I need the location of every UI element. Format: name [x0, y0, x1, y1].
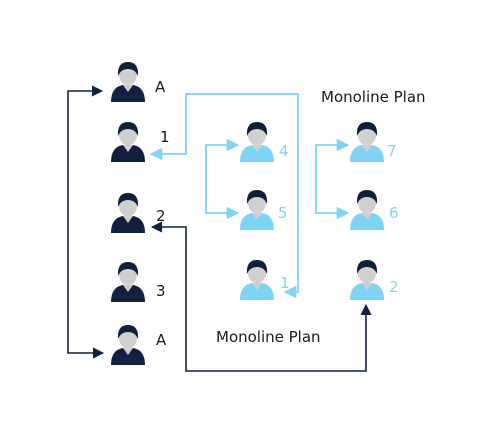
person-label: 3 — [156, 282, 166, 300]
person-icon — [111, 122, 145, 162]
connector-a-top-to-a-bottom — [67, 85, 105, 359]
person-label: 7 — [387, 142, 397, 160]
monoline-plan-label-bottom: Monoline Plan — [216, 328, 321, 346]
person-label: 1 — [280, 274, 290, 292]
person-label: A — [155, 78, 166, 96]
person-label: 5 — [278, 204, 288, 222]
person-icon — [111, 193, 145, 233]
person-icon — [111, 62, 145, 102]
person-icon — [111, 325, 145, 365]
connector-4-to-5 — [205, 138, 240, 220]
person-label: 6 — [389, 204, 399, 222]
person-label: 1 — [160, 128, 170, 146]
connector-7-to-6 — [315, 138, 350, 220]
person-label: 2 — [389, 278, 399, 296]
monoline-plan-label-top: Monoline Plan — [321, 88, 426, 106]
connector-plan1-to-dark-1 — [149, 93, 299, 299]
person-icon — [350, 260, 384, 300]
person-icon — [240, 190, 274, 230]
person-label: 2 — [156, 207, 166, 225]
person-label: 4 — [279, 142, 289, 160]
person-icon — [240, 260, 274, 300]
person-icon — [111, 262, 145, 302]
person-icon — [240, 122, 274, 162]
connector-dark-2-to-plan2 — [150, 221, 372, 372]
connectors — [67, 85, 372, 372]
person-icon — [350, 190, 384, 230]
person-icon — [350, 122, 384, 162]
person-label: A — [156, 331, 167, 349]
